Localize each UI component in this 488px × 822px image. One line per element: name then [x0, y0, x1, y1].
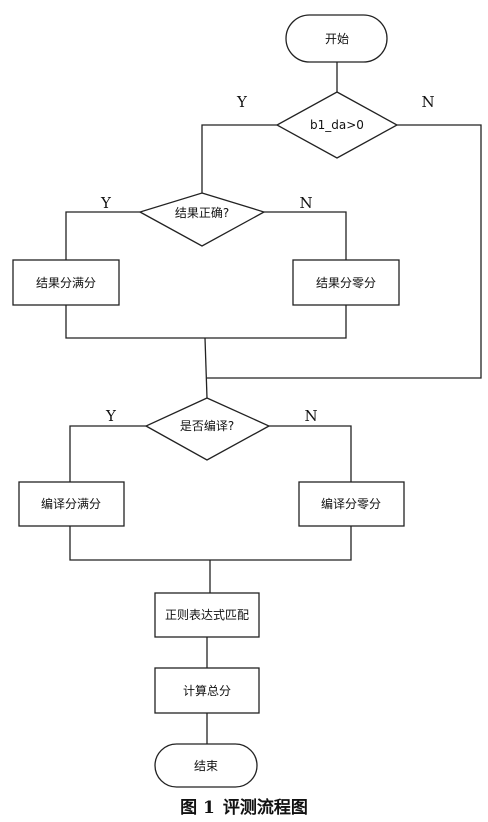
start-node: 开始	[285, 14, 388, 63]
edge-merge-to-compile	[204, 337, 208, 399]
start-label: 开始	[325, 32, 349, 46]
decision-b1-no-label: N	[421, 93, 434, 111]
edge-b1-no	[207, 124, 482, 379]
figure-title: 评测流程图	[223, 797, 308, 818]
decision-b1-label: b1_da>0	[310, 118, 364, 132]
decision-compile-no-label: N	[304, 407, 317, 425]
decision-result-yes-label: Y	[100, 194, 112, 212]
edge-compile-yes	[69, 425, 146, 482]
decision-result-no-label: N	[299, 194, 312, 212]
figure-caption: 图 1 评测流程图	[180, 797, 308, 818]
result-zero-node: 结果分零分	[292, 259, 400, 306]
edge-result-merge	[65, 305, 347, 339]
edge-b1-yes	[201, 124, 277, 193]
edge-result-yes	[65, 211, 140, 260]
result-full-label: 结果分满分	[36, 276, 96, 290]
edge-result-no	[264, 211, 347, 260]
decision-b1-node: b1_da>0	[275, 91, 399, 159]
decision-compile-label: 是否编译?	[180, 418, 234, 433]
total-score-node: 计算总分	[154, 667, 260, 714]
regex-match-label: 正则表达式匹配	[165, 608, 249, 622]
compile-full-label: 编译分满分	[41, 496, 101, 511]
regex-match-node: 正则表达式匹配	[154, 592, 260, 638]
end-label: 结束	[194, 759, 218, 773]
decision-compile-node: 是否编译?	[144, 397, 271, 461]
compile-zero-label: 编译分零分	[321, 496, 381, 511]
edge-compile-no	[269, 425, 352, 482]
figure-number: 图 1	[180, 798, 215, 818]
result-full-node: 结果分满分	[12, 259, 120, 306]
decision-result-label: 结果正确?	[175, 206, 229, 220]
connectors	[65, 62, 482, 744]
compile-full-node: 编译分满分	[18, 481, 125, 527]
edge-compile-merge	[69, 526, 352, 561]
decision-b1-yes-label: Y	[236, 93, 248, 111]
total-score-label: 计算总分	[183, 683, 231, 698]
end-node: 结束	[154, 743, 258, 788]
compile-zero-node: 编译分零分	[298, 481, 405, 527]
decision-compile-yes-label: Y	[105, 407, 117, 425]
result-zero-label: 结果分零分	[316, 276, 376, 290]
decision-result-node: 结果正确?	[138, 192, 266, 247]
